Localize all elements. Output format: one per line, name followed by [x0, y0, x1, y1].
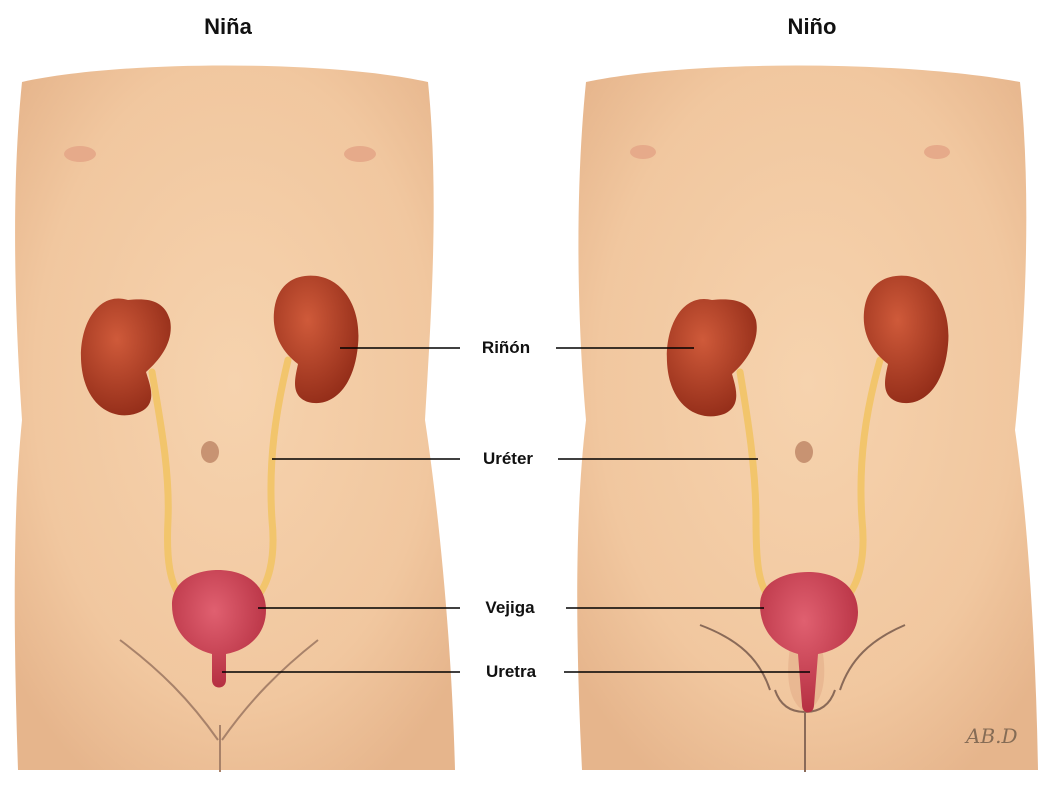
bladder-label: Vejiga: [485, 598, 534, 618]
boy-title: Niño: [788, 14, 837, 40]
kidney-label: Riñón: [482, 338, 530, 358]
boy-navel: [795, 441, 813, 463]
girl-navel: [201, 441, 219, 463]
boy-left-nipple: [630, 145, 656, 159]
boy-right-nipple: [924, 145, 950, 159]
girl-title: Niña: [204, 14, 252, 40]
ureter-label: Uréter: [483, 449, 533, 469]
girl-left-nipple: [64, 146, 96, 162]
girl-right-nipple: [344, 146, 376, 162]
urethra-label: Uretra: [486, 662, 536, 682]
artist-signature: AB.D: [966, 724, 1018, 748]
girl-torso: [15, 66, 455, 773]
